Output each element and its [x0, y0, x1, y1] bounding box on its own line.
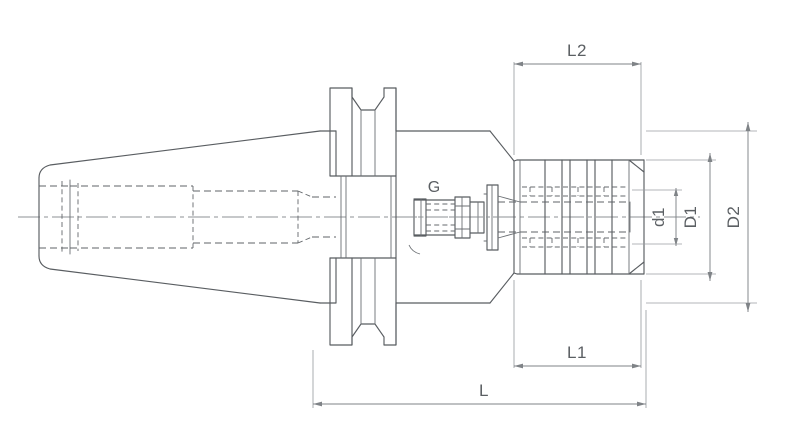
body-transition — [395, 87, 515, 346]
dimension-label-d1: d1 — [649, 207, 668, 227]
dimension-label-L: L — [479, 381, 489, 400]
dimension-L1: L1 — [513, 280, 642, 369]
dimension-label-D1: D1 — [681, 206, 700, 229]
central-thread-section — [413, 196, 485, 239]
flange-collar-faces — [335, 130, 397, 304]
chuck-main-body — [513, 159, 645, 275]
taper-shank-outline — [38, 130, 321, 304]
body-ring-grooves — [544, 159, 613, 275]
dimension-label-D2: D2 — [724, 206, 743, 229]
body-internal-chambers — [522, 186, 628, 248]
dimension-d1: d1 — [632, 188, 682, 246]
dimension-L2: L2 — [513, 41, 642, 155]
dimension-label-L1: L1 — [567, 343, 587, 362]
dimension-L: L — [312, 310, 647, 408]
thread-label-G: G — [428, 179, 440, 196]
thread-label-group: G — [408, 179, 440, 255]
taper-internal-bore — [39, 179, 336, 255]
dimension-D1: D1 — [646, 153, 716, 281]
chuck-inner-bore — [497, 195, 631, 239]
dimension-label-L2: L2 — [567, 41, 587, 60]
shank-to-flange-body — [319, 130, 337, 304]
dimension-D2: D2 — [646, 122, 757, 312]
